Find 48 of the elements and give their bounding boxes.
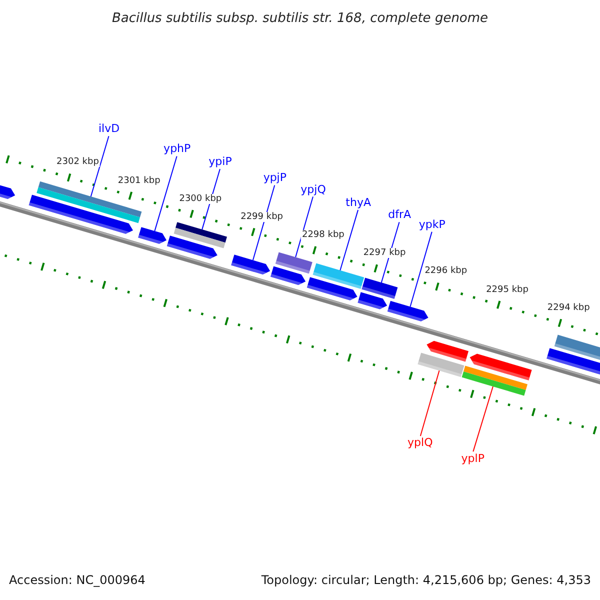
- leader-line: [340, 209, 359, 271]
- gene-label: thyA: [346, 196, 371, 209]
- gene-feature: [166, 236, 218, 259]
- leader-line: [420, 370, 440, 436]
- leader-line: [472, 386, 494, 452]
- gene-label: yphP: [164, 143, 191, 156]
- scale-label: 2299 kbp: [240, 212, 284, 222]
- scale-label: 2296 kbp: [424, 266, 468, 276]
- gene-feature: [470, 354, 532, 380]
- leader-line: [90, 136, 110, 197]
- gene-feature: [418, 352, 464, 377]
- gene-label: yplP: [461, 452, 484, 465]
- gene-feature: [462, 366, 528, 396]
- scale-label: 2297 kbp: [362, 248, 407, 258]
- footer-text: Accession: NC_000964: [9, 572, 146, 589]
- gene-feature: [28, 194, 133, 234]
- gene-label: ypjQ: [300, 184, 326, 196]
- leader-line: [410, 231, 432, 308]
- gene-feature: [362, 278, 398, 299]
- gene-feature: [270, 266, 306, 285]
- gene-label: dfrA: [388, 209, 411, 222]
- leader-line: [380, 222, 400, 284]
- title: Bacillus subtilis subsp. subtilis str. 168, complete genome: [112, 10, 488, 28]
- scale-label: 2294 kbp: [546, 302, 591, 313]
- gene-feature: [387, 300, 428, 322]
- scale-label: 2300 kbp: [178, 194, 223, 204]
- gene-feature: [426, 340, 468, 362]
- gene-label: ilvD: [98, 123, 120, 136]
- gene-feature: [312, 263, 364, 289]
- gene-feature: [546, 348, 600, 376]
- gene-label: ypkP: [418, 218, 446, 231]
- gene-feature: [275, 252, 312, 274]
- scale-label: 2302 kbp: [56, 157, 100, 168]
- scale-label: 2295 kbp: [485, 284, 530, 295]
- gene-label: ypiP: [208, 156, 232, 168]
- gene-feature: [174, 222, 227, 248]
- scale-label: 2301 kbp: [116, 176, 162, 186]
- gene-feature: [554, 334, 600, 363]
- gene-label: yplQ: [408, 436, 433, 449]
- gene-feature: [138, 227, 166, 244]
- leader-line: [154, 156, 178, 232]
- gene-feature: [358, 292, 388, 310]
- footer-text: Topology: circular; Length: 4,215,606 bp; Genes: 4,353: [261, 572, 591, 589]
- gene-feature: [306, 277, 358, 300]
- gene-feature: [231, 254, 270, 274]
- scale-label: 2298 kbp: [300, 230, 346, 240]
- gene-label: ypjP: [263, 172, 286, 184]
- leader-line: [252, 184, 276, 261]
